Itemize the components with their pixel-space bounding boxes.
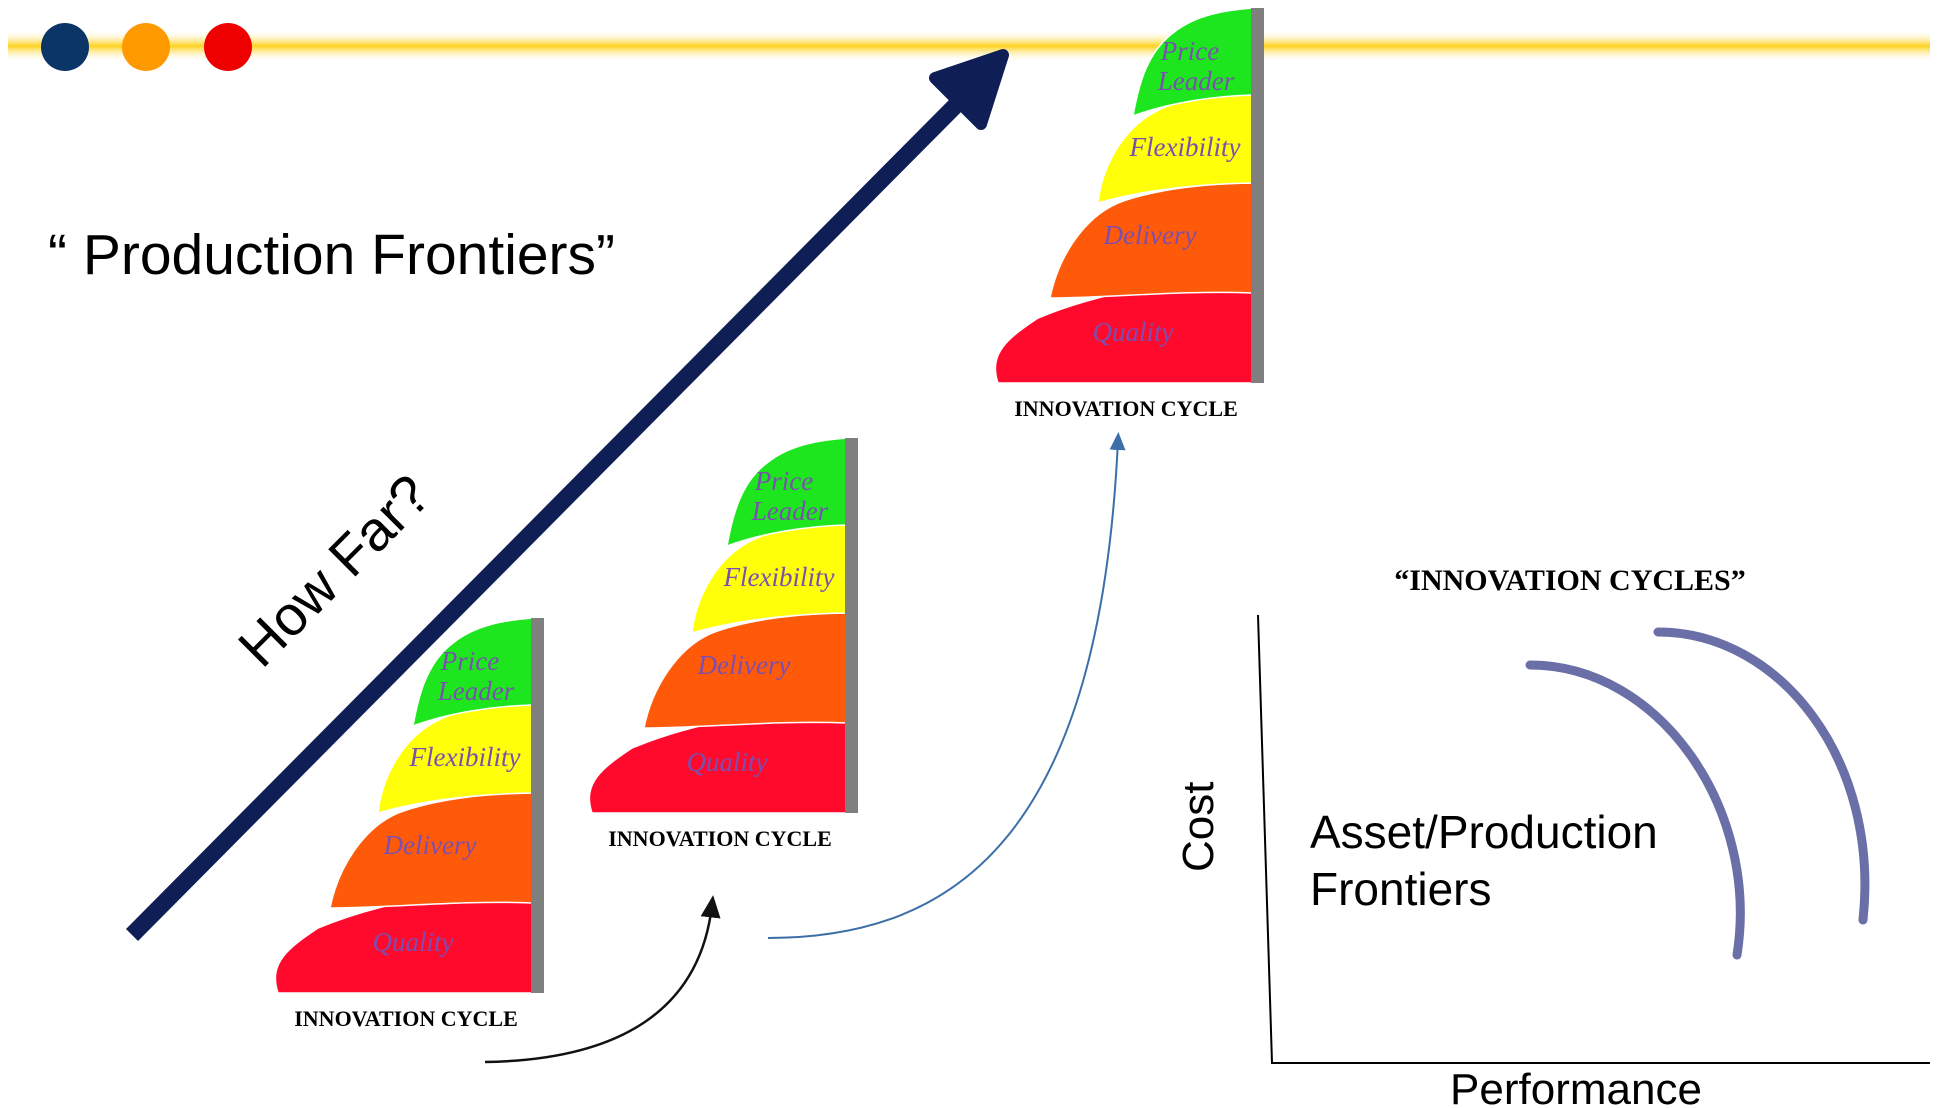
cycle-label-price: Price xyxy=(1160,36,1219,66)
dot-red xyxy=(204,23,252,71)
cycle-label-leader: Leader xyxy=(1157,66,1235,96)
dot-navy xyxy=(41,23,89,71)
cycle-label-delivery: Delivery xyxy=(697,650,791,680)
cycle-label-leader: Leader xyxy=(437,676,515,706)
cycle-frontier-bar xyxy=(531,618,544,993)
cycle-label-flexibility: Flexibility xyxy=(1129,132,1241,162)
connector-arrow-2 xyxy=(767,432,1126,939)
cycle-label-price: Price xyxy=(754,466,813,496)
frontiers-chart: “INNOVATION CYCLES” Cost Performance Ass… xyxy=(1174,564,1930,1108)
header-bar xyxy=(8,30,1930,62)
cycle-label-quality: Quality xyxy=(687,747,768,777)
cycle-caption: INNOVATION CYCLE xyxy=(1014,396,1238,421)
growth-arrow xyxy=(125,49,1009,941)
frontier-label-line2: Frontiers xyxy=(1310,863,1491,915)
cycle-label-leader: Leader xyxy=(751,496,829,526)
y-axis-label: Cost xyxy=(1174,782,1223,872)
cycle-label-quality: Quality xyxy=(1093,317,1174,347)
cycle-layer-price-leader xyxy=(412,617,534,728)
chart-axes xyxy=(1257,614,1930,1064)
frontier-curve-outer xyxy=(1653,627,1870,925)
x-axis-label: Performance xyxy=(1450,1065,1702,1108)
chart-title: “INNOVATION CYCLES” xyxy=(1394,564,1745,597)
connector-arrow-1 xyxy=(484,895,721,1064)
frontier-curve-inner xyxy=(1525,660,1745,960)
cycle-label-delivery: Delivery xyxy=(383,830,477,860)
cycle-frontier-bar xyxy=(845,438,858,813)
dot-orange xyxy=(122,23,170,71)
cycle-label-flexibility: Flexibility xyxy=(723,562,835,592)
cycle-layer-price-leader xyxy=(1132,7,1254,118)
cycle-label-price: Price xyxy=(440,646,499,676)
cycle-caption: INNOVATION CYCLE xyxy=(294,1006,518,1031)
cycle-label-flexibility: Flexibility xyxy=(409,742,521,772)
innovation-cycle-medium: PriceLeaderFlexibilityDeliveryQualityINN… xyxy=(588,437,858,851)
frontier-label-line1: Asset/Production xyxy=(1310,806,1658,858)
cycle-label-quality: Quality xyxy=(373,927,454,957)
slide-title: “ Production Frontiers” xyxy=(48,223,615,287)
innovation-cycle-top: PriceLeaderFlexibilityDeliveryQualityINN… xyxy=(994,7,1264,421)
innovation-cycle-small: PriceLeaderFlexibilityDeliveryQualityINN… xyxy=(274,617,544,1031)
cycle-caption: INNOVATION CYCLE xyxy=(608,826,832,851)
cycle-layer-price-leader xyxy=(726,437,848,548)
cycle-label-delivery: Delivery xyxy=(1103,220,1197,250)
cycle-frontier-bar xyxy=(1251,8,1264,383)
